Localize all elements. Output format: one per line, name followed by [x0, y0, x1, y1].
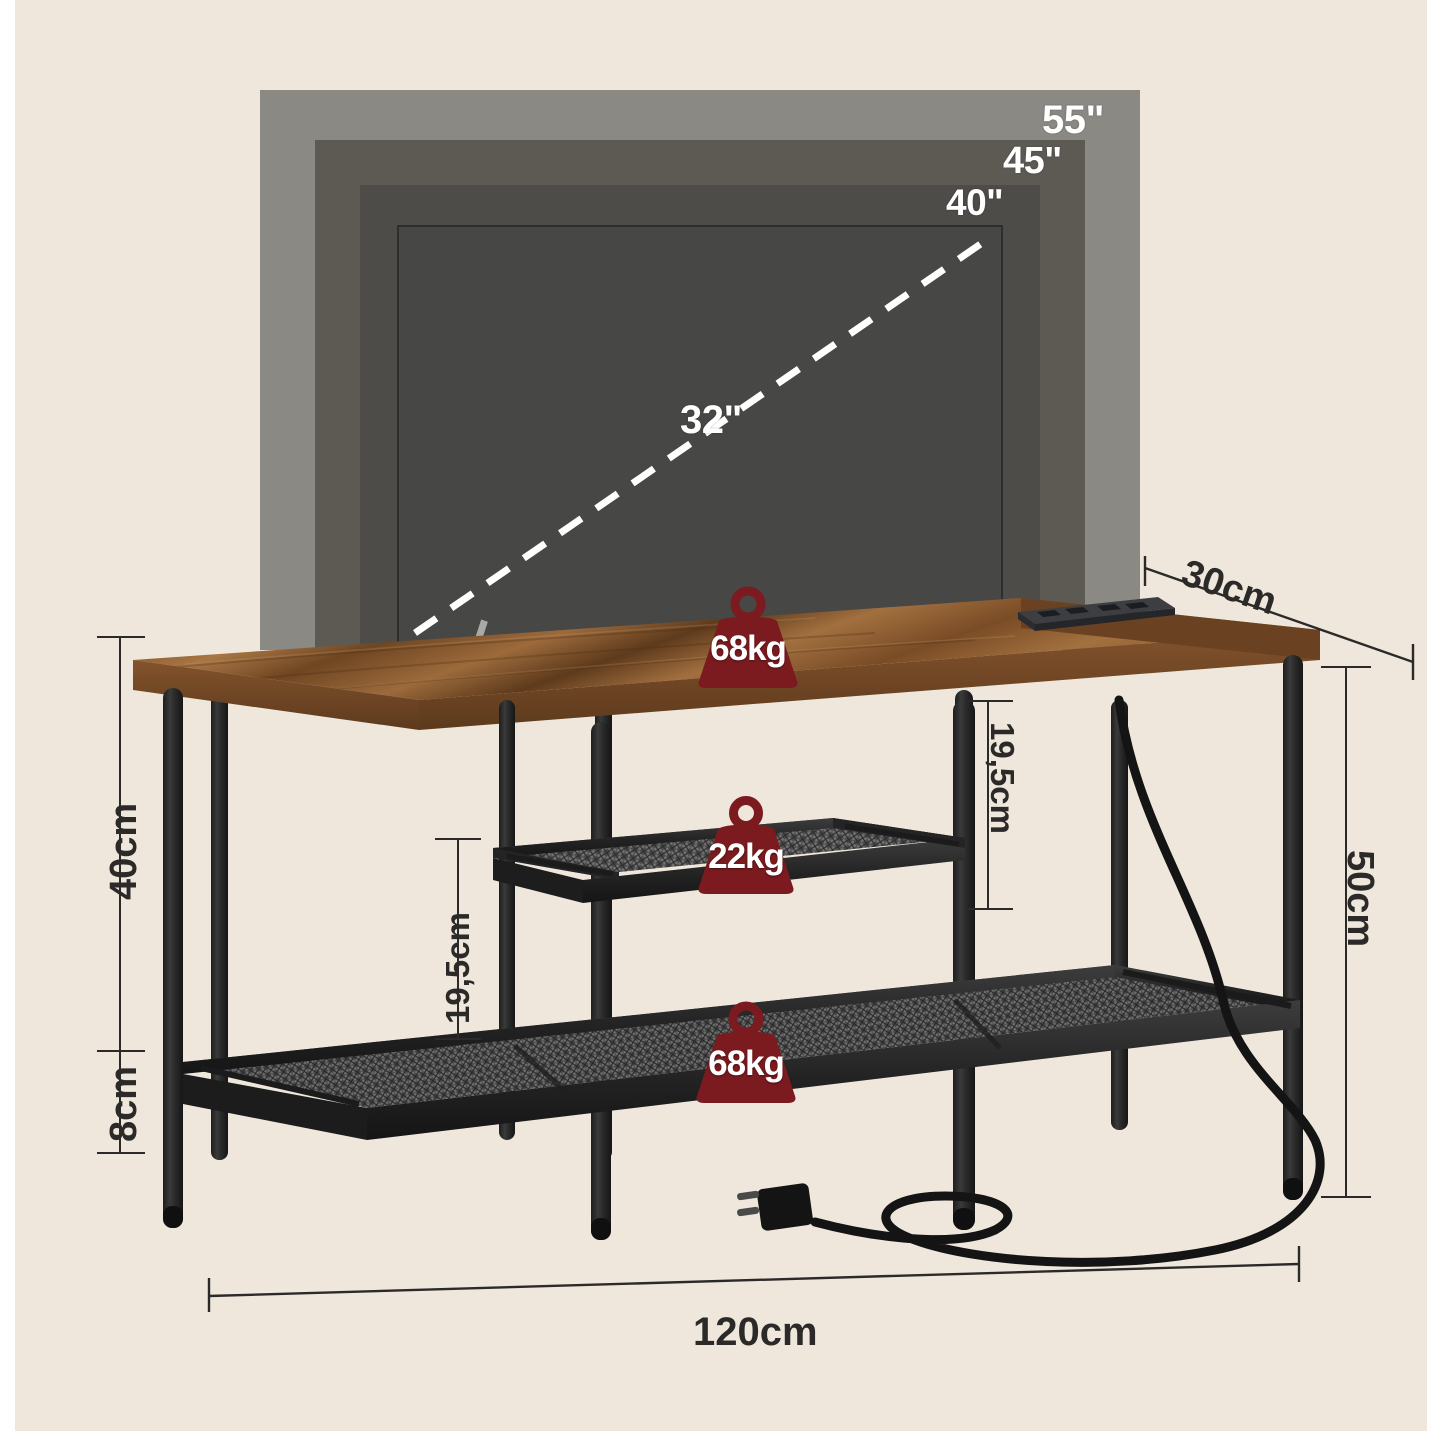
power-strip-graphic: [1018, 597, 1175, 631]
dim-tick-right-bottom: [965, 908, 1013, 910]
dim-tick-50cm-top: [1321, 666, 1371, 668]
dim-line-120cm: [207, 1246, 1301, 1312]
dim-line-middle-19-5cm: [457, 840, 459, 1040]
weight-badge-bottom-label: 68kg: [708, 1044, 785, 1083]
diagram-background: 55" 45" 40" 32": [15, 0, 1427, 1431]
tv-size-label-55: 55": [1042, 98, 1104, 142]
dim-tick-40cm-bottom: [97, 1050, 145, 1052]
weight-badge-bottom: 68kg: [685, 1000, 807, 1104]
dim-tick-middle-top: [435, 838, 481, 840]
dim-line-right-19-5cm: [987, 702, 989, 910]
dim-line-40cm: [119, 637, 121, 1052]
dim-tick-right-top: [965, 700, 1013, 702]
tv-stand-illustration: [133, 597, 1325, 1267]
dim-line-30cm: [1143, 556, 1415, 680]
dim-label-8cm: 8cm: [103, 1065, 145, 1142]
tv-size-label-32: 32": [680, 398, 742, 442]
dim-label-120cm: 120cm: [693, 1310, 818, 1354]
weight-badge-top: 68kg: [687, 585, 809, 689]
weight-badge-top-label: 68kg: [710, 629, 787, 668]
dim-label-middle-19-5cm: 19,5cm: [439, 912, 476, 1024]
weight-badge-middle-label: 22kg: [708, 837, 785, 876]
dim-tick-middle-bottom: [435, 1038, 481, 1040]
dim-tick-40cm-top: [97, 636, 145, 638]
power-cord-graphic: [810, 695, 1325, 1267]
dim-label-40cm: 40cm: [103, 802, 145, 900]
dim-label-right-19-5cm: 19,5cm: [984, 722, 1021, 834]
dim-tick-50cm-bottom: [1321, 1196, 1371, 1198]
dim-tick-8cm-bottom: [97, 1152, 145, 1154]
dim-label-50cm: 50cm: [1339, 850, 1381, 948]
power-plug-graphic: [737, 1183, 813, 1231]
weight-badge-middle: 22kg: [687, 795, 805, 895]
tv-size-label-40: 40": [946, 182, 1004, 223]
tv-size-label-45: 45": [1003, 140, 1062, 182]
dim-line-8cm: [119, 1052, 121, 1154]
dim-line-50cm: [1345, 667, 1347, 1197]
